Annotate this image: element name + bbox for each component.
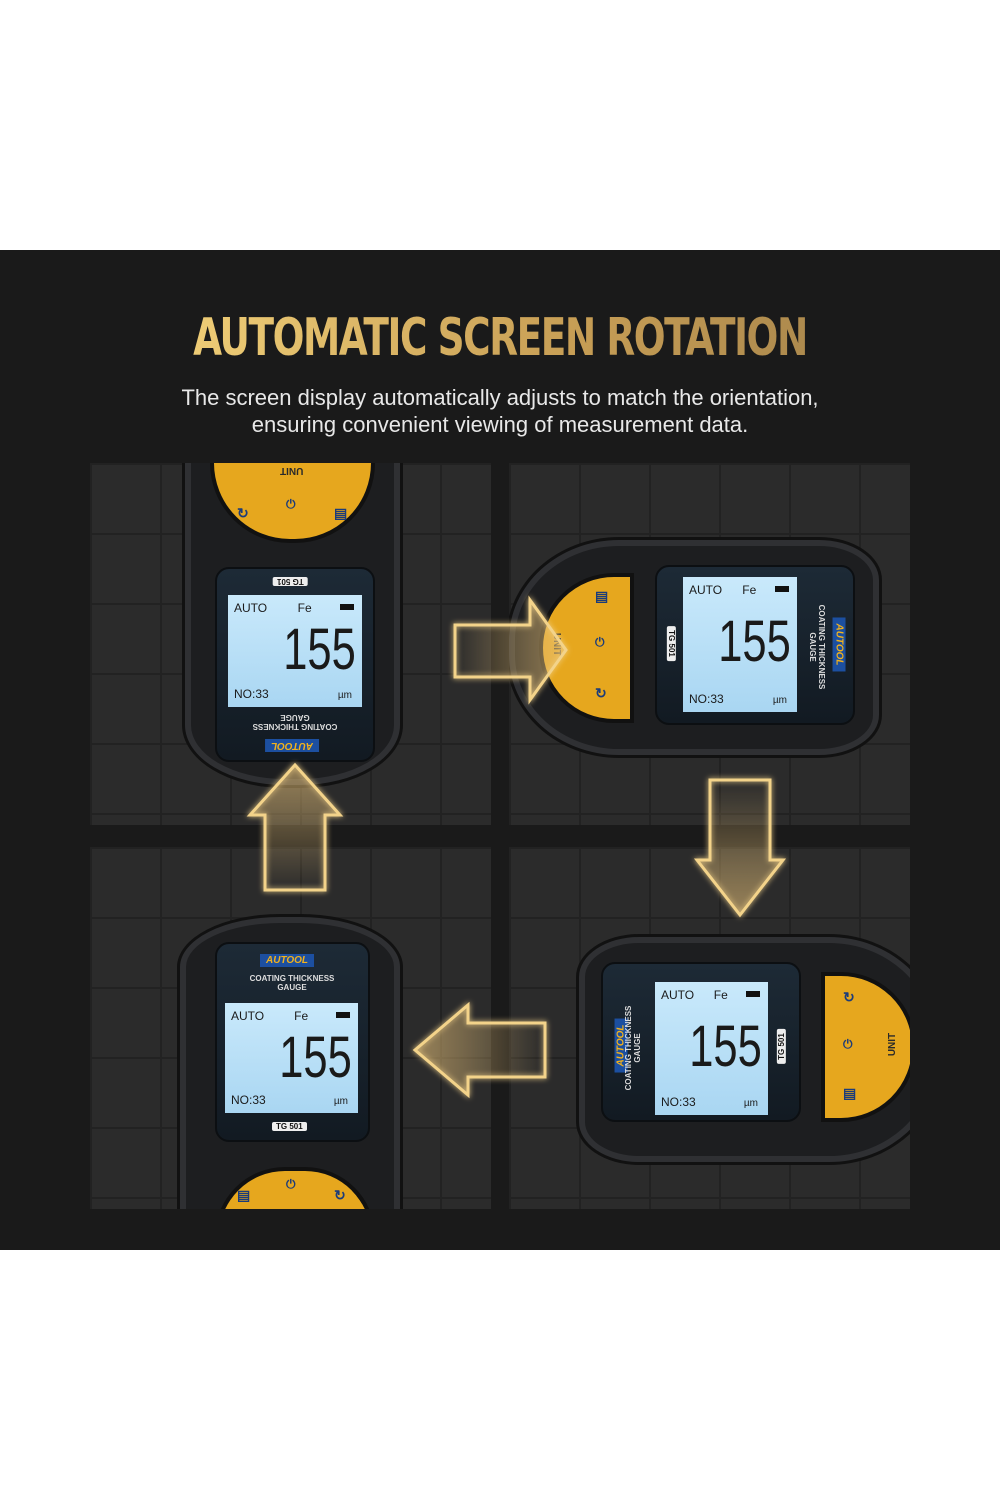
substrate-text: Fe — [742, 583, 757, 597]
unit-text: µm — [743, 1098, 758, 1109]
battery-icon — [340, 604, 354, 610]
substrate-text: Fe — [294, 1009, 309, 1023]
save-icon[interactable]: ▤ — [334, 505, 348, 521]
count-text: NO:33 — [234, 687, 269, 701]
mode-text: AUTO — [231, 1009, 265, 1023]
battery-icon — [775, 586, 789, 592]
subtitle-line-1: The screen display automatically adjusts… — [181, 385, 819, 410]
reading-value: 155 — [718, 609, 791, 674]
arrow-down-icon — [693, 778, 787, 918]
brand-logo: AUTOOL — [260, 954, 315, 967]
reading-value: 155 — [279, 1025, 352, 1090]
unit-text: µm — [337, 690, 352, 701]
subtitle-line-2: ensuring convenient viewing of measureme… — [251, 412, 749, 437]
count-text: NO:33 — [661, 1095, 696, 1109]
product-line-1: COATING THICKNESS — [249, 974, 335, 983]
reading-value: 155 — [689, 1014, 762, 1079]
back-icon[interactable]: ↻ — [237, 505, 249, 521]
unit-text: µm — [333, 1096, 348, 1107]
substrate-text: Fe — [713, 988, 728, 1002]
light-power-icon[interactable]: ⏻ — [595, 635, 605, 649]
light-power-icon[interactable]: ⏻ — [843, 1037, 853, 1051]
headline: AUTOMATIC SCREEN ROTATION — [140, 308, 860, 368]
mode-text: AUTO — [234, 601, 268, 615]
back-icon[interactable]: ↻ — [595, 685, 607, 701]
save-icon[interactable]: ▤ — [237, 1187, 251, 1203]
battery-icon — [336, 1012, 350, 1018]
lcd-screen: AUTO Fe 155 NO:33 µm — [683, 577, 797, 712]
save-icon[interactable]: ▤ — [843, 1085, 857, 1101]
lcd-screen: AUTO Fe 155 NO:33 µm — [655, 982, 768, 1115]
back-icon[interactable]: ↻ — [334, 1187, 346, 1203]
model-label: TG 501 — [272, 1122, 307, 1131]
count-text: NO:33 — [231, 1093, 266, 1107]
product-line-2: GAUGE — [277, 983, 307, 992]
light-power-icon[interactable]: ⏻ — [286, 1177, 296, 1191]
light-power-icon[interactable]: ⏻ — [286, 497, 296, 511]
mode-text: AUTO — [661, 988, 695, 1002]
button-cluster — [821, 972, 910, 1122]
arrow-right-icon — [453, 595, 568, 705]
substrate-text: Fe — [297, 601, 312, 615]
reading-value: 155 — [283, 617, 356, 682]
arrow-up-icon — [246, 762, 344, 892]
unit-text: µm — [772, 695, 787, 706]
arrow-left-icon — [412, 1001, 547, 1099]
mode-text: AUTO — [689, 583, 723, 597]
lcd-screen: AUTO Fe 155 NO:33 µm — [228, 595, 362, 707]
lcd-screen: AUTO Fe 155 NO:33 µm — [225, 1003, 358, 1113]
back-icon[interactable]: ↻ — [843, 989, 855, 1005]
battery-icon — [746, 991, 760, 997]
save-icon[interactable]: ▤ — [595, 588, 609, 604]
count-text: NO:33 — [689, 692, 724, 706]
